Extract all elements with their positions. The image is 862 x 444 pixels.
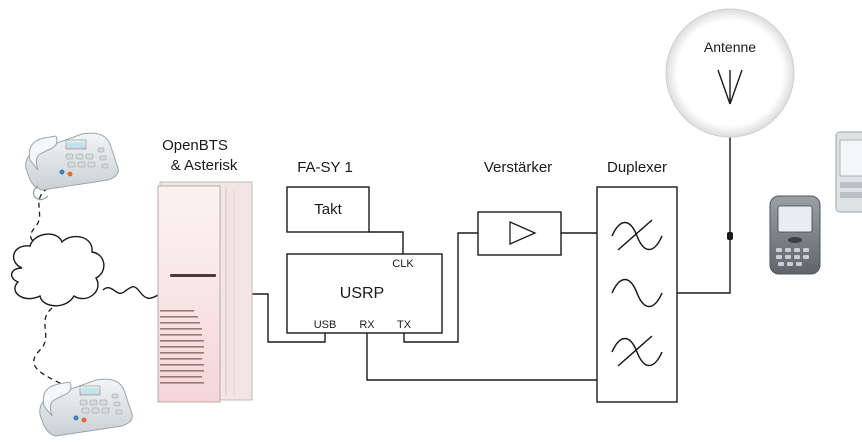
desk-phone-icon	[25, 132, 119, 201]
duplexer-label: Duplexer	[607, 159, 667, 176]
amplifier-box	[477, 211, 562, 256]
usrp-box	[286, 253, 443, 334]
takt-label: Takt	[314, 201, 342, 218]
wire-duplexer-rx	[366, 333, 597, 381]
wire-duplexer-antenna	[677, 70, 731, 294]
network-cloud-icon	[11, 233, 105, 307]
usrp-port-tx: TX	[397, 319, 412, 331]
takt-box	[286, 186, 370, 233]
wire-cloud-server	[102, 286, 161, 299]
filter-icon	[611, 335, 663, 367]
link-cloud-phone-bottom	[33, 307, 63, 385]
fasy-label: FA-SY 1	[297, 159, 353, 176]
junction-dot	[727, 232, 733, 240]
amplifier-icon	[509, 221, 537, 245]
usrp-port-usb: USB	[314, 319, 337, 331]
wire-tx-amp	[403, 232, 478, 343]
wire-takt-clk	[369, 231, 404, 254]
usrp-label: USRP	[340, 285, 384, 302]
usrp-port-clk: CLK	[392, 258, 414, 270]
connection-wires	[29, 70, 733, 385]
openbts-label: OpenBTS	[162, 137, 228, 154]
antenna-icon	[717, 69, 743, 105]
mobile-phone-icon	[769, 195, 821, 275]
filter-icon	[611, 278, 663, 308]
desk-phone-icon	[39, 378, 133, 437]
server-rack-icon	[157, 181, 253, 403]
usrp-port-rx: RX	[359, 319, 375, 331]
filter-icon	[611, 219, 663, 251]
pda-icon	[835, 131, 862, 213]
antenne-label: Antenne	[704, 39, 756, 55]
asterisk-label: & Asterisk	[171, 157, 238, 174]
verstaerker-label: Verstärker	[484, 159, 552, 176]
